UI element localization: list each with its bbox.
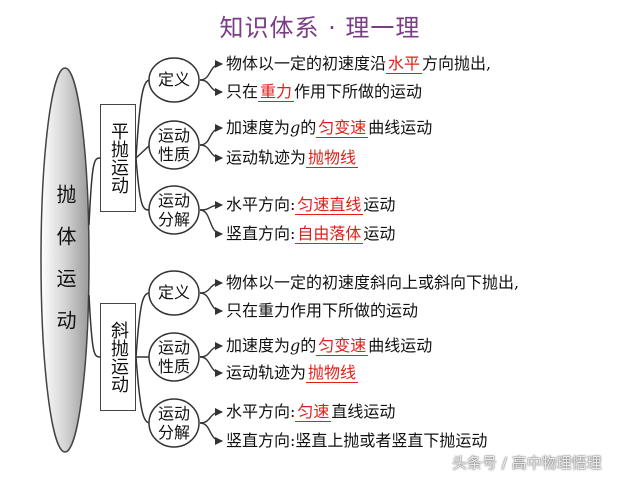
- section-label-motion-decomposition: 运动分解: [157, 404, 190, 442]
- page-title: 知识体系 · 理一理: [219, 14, 421, 42]
- highlight-term: 抛物线: [306, 363, 359, 383]
- section-label-motion-nature: 运动性质: [157, 338, 190, 376]
- source-watermark: 头条号 / 高中物理悟理: [452, 454, 602, 472]
- highlight-term: 抛物线: [306, 148, 359, 168]
- acceleration-line: 加速度为g的匀变速曲线运动: [226, 336, 433, 356]
- horizontal-direction-line: 水平方向:匀速直线运动: [226, 402, 396, 422]
- trajectory-line: 运动轨迹为抛物线: [226, 148, 359, 168]
- branch-box-oblique-projectile: 斜抛运动: [100, 303, 136, 411]
- definition-line: 物体以一定的初速度沿水平方向抛出,: [226, 54, 492, 74]
- vertical-direction-line: 竖直方向:自由落体运动: [226, 224, 396, 244]
- root-connector-bottom: [88, 294, 101, 358]
- section-label-definition: 定义: [157, 70, 190, 89]
- highlight-term: 匀速: [295, 402, 332, 422]
- highlight-term: 匀变速: [316, 118, 369, 138]
- highlight-term: 自由落体: [295, 224, 364, 244]
- definition-line: 物体以一定的初速度斜向上或斜向下抛出,: [226, 273, 520, 292]
- definition-line: 只在重力作用下所做的运动: [226, 82, 423, 102]
- definition-line: 只在重力作用下所做的运动: [226, 301, 419, 320]
- highlight-term: 匀速直线: [295, 195, 364, 215]
- section-label-motion-decomposition: 运动分解: [157, 191, 190, 229]
- highlight-term: 重力: [258, 82, 295, 102]
- highlight-term: 水平: [386, 54, 423, 74]
- highlight-term: 匀变速: [316, 336, 369, 356]
- vertical-direction-line: 竖直方向:竖直上抛或者竖直下抛运动: [226, 431, 488, 450]
- root-node-label: 抛体运动: [53, 184, 77, 352]
- branch-box-horizontal-projectile: 平抛运动: [100, 104, 136, 212]
- root-node-shape: [40, 67, 90, 453]
- section-label-motion-nature: 运动性质: [157, 126, 190, 164]
- branch-label: 斜抛运动: [108, 321, 129, 393]
- trajectory-line: 运动轨迹为抛物线: [226, 363, 359, 383]
- horizontal-direction-line: 水平方向:匀速直线运动: [226, 195, 396, 215]
- root-connector-top: [88, 157, 101, 226]
- branch-label: 平抛运动: [108, 122, 129, 194]
- acceleration-line: 加速度为g的匀变速曲线运动: [226, 118, 433, 138]
- section-label-definition: 定义: [157, 283, 190, 302]
